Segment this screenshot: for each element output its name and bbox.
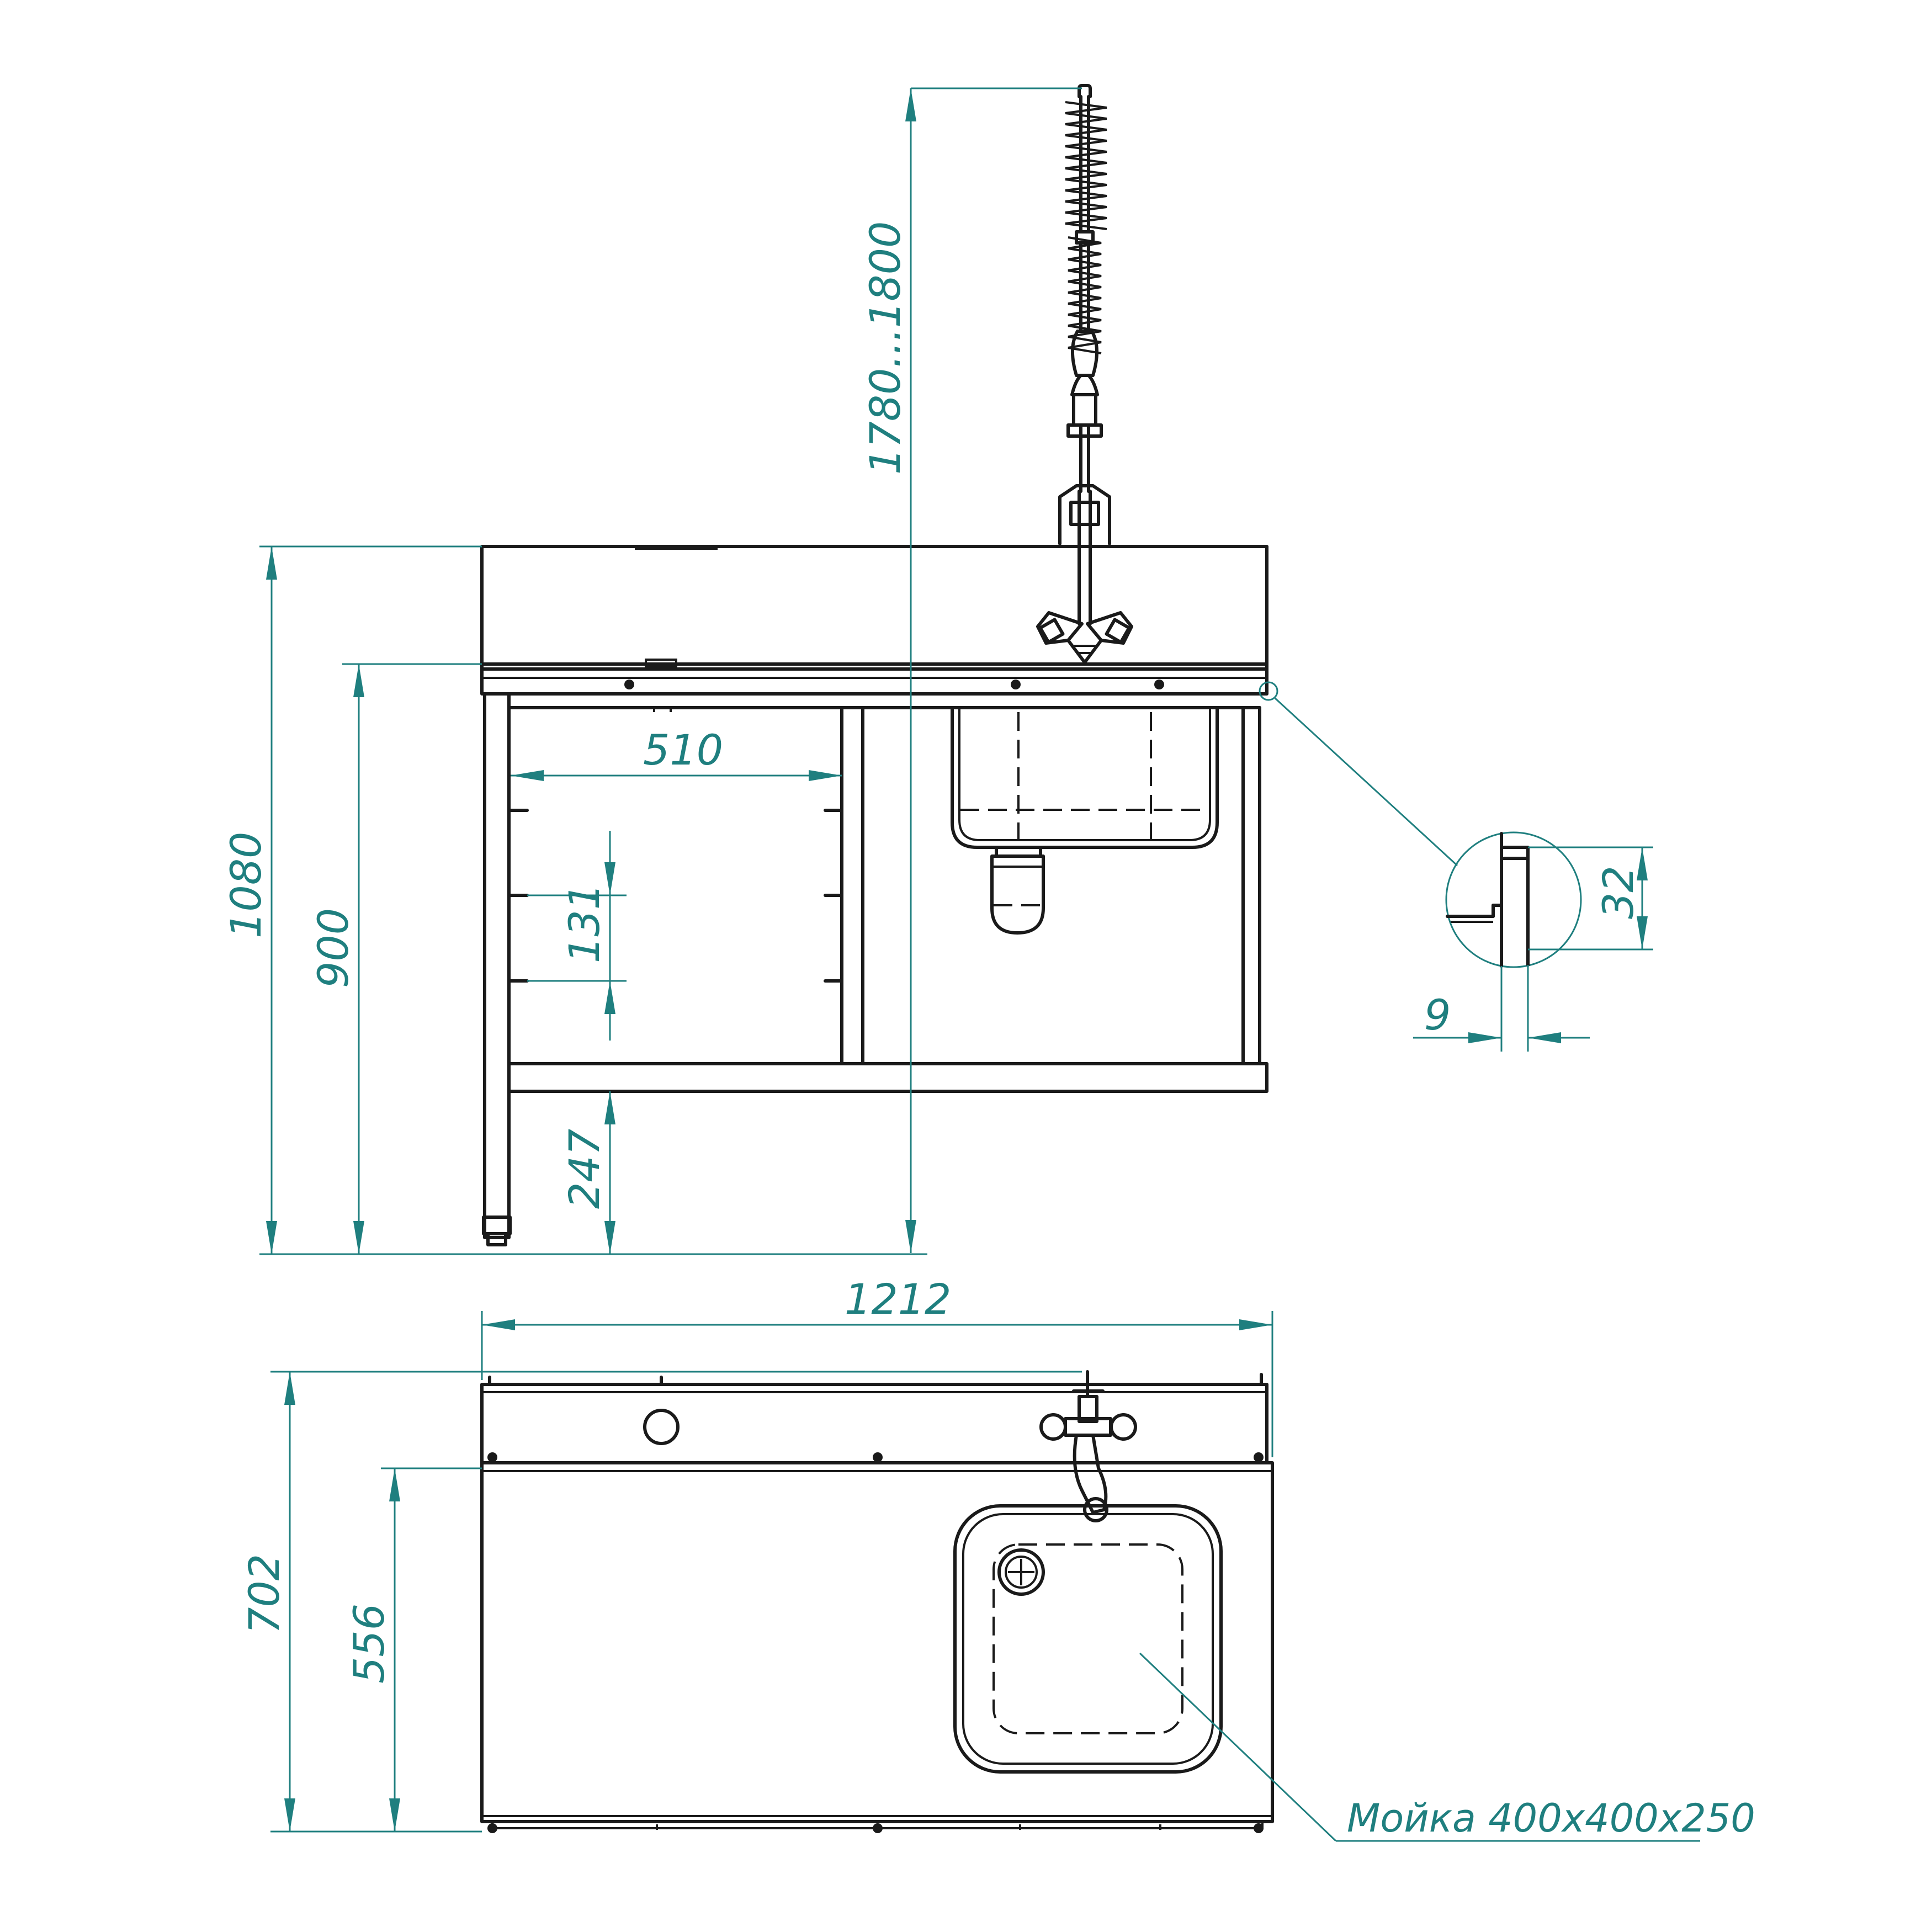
dim-width: 1212 (845, 1275, 951, 1324)
dim-faucet-height: 1780...1800 (861, 221, 910, 475)
top-view (480, 1370, 1274, 1833)
backsplash-top (480, 1383, 1268, 1464)
backsplash (480, 545, 1268, 671)
sink-bowl-front (951, 706, 1219, 849)
drain (997, 1548, 1045, 1596)
dim-shelf-width: 510 (643, 725, 723, 774)
dim-detail-thickness: 9 (1424, 990, 1451, 1039)
sink-bowl-top (953, 1504, 1223, 1774)
detail-view (1259, 681, 1582, 968)
tap-hole (643, 1409, 680, 1445)
faucet-top (1039, 1370, 1137, 1522)
sink-note: Мойка 400х400х250 (1347, 1796, 1755, 1841)
dim-table-height: 900 (309, 908, 358, 988)
dim-bottom-shelf: 247 (560, 1129, 609, 1209)
dim-total-height: 1080 (221, 832, 270, 938)
dimension-lines (259, 87, 1700, 1842)
front-view (480, 84, 1268, 1246)
detail-circle (1445, 831, 1582, 968)
bottom-shelf (507, 1062, 1268, 1093)
detail-marker (1259, 681, 1278, 701)
right-post (1241, 706, 1261, 1065)
dim-shelf-spacing: 131 (560, 883, 609, 963)
left-leg (483, 692, 511, 1239)
dimension-labels: 1780...1800 1080 900 510 131 247 1212 70… (221, 221, 1755, 1841)
leg-foot (486, 1232, 507, 1246)
center-post (840, 706, 864, 1065)
faucet-front (1036, 84, 1133, 664)
dim-detail-flange: 32 (1594, 866, 1643, 919)
drain-trap (990, 854, 1045, 935)
dim-depth-total: 702 (240, 1554, 289, 1634)
dim-depth-top: 556 (344, 1604, 394, 1684)
worktop (480, 1461, 1274, 1823)
